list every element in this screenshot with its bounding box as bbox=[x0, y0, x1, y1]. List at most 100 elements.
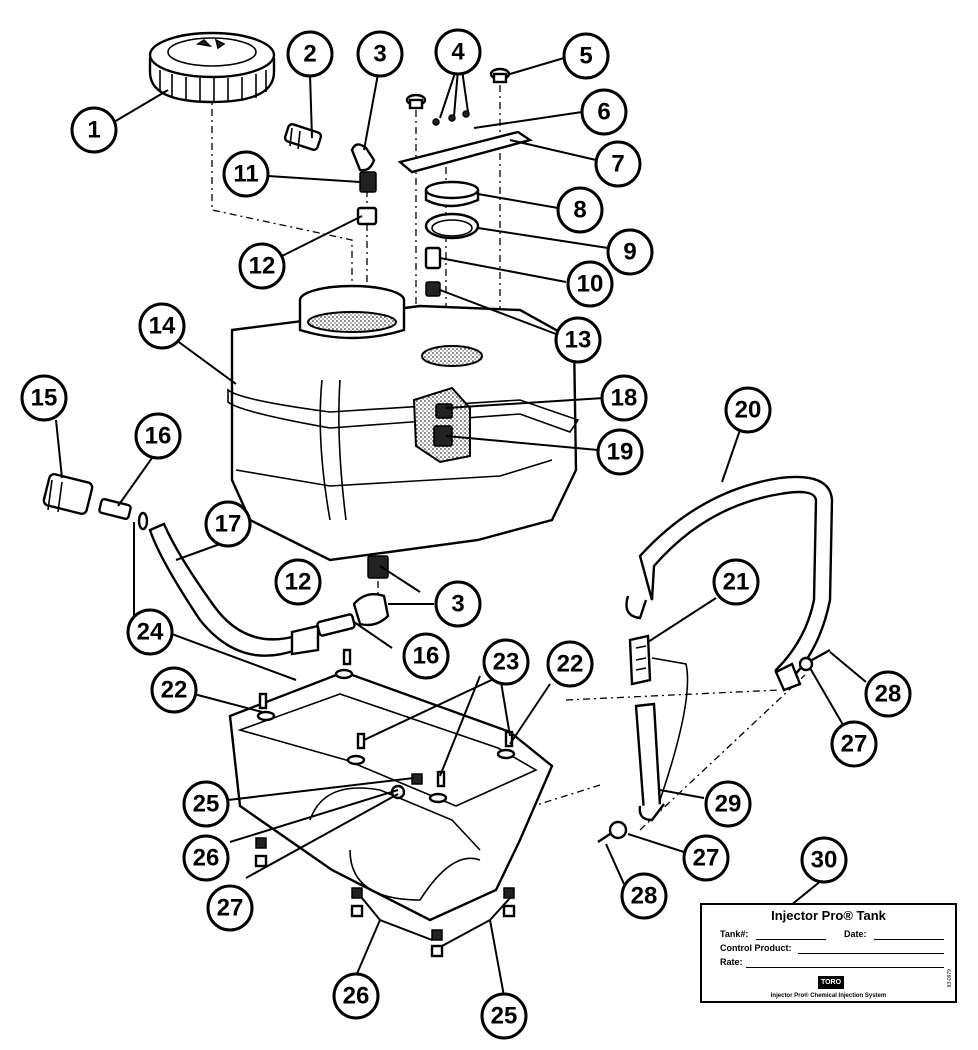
plate-assembly bbox=[397, 67, 533, 297]
callout-5: 5 bbox=[562, 32, 610, 80]
callout-29: 29 bbox=[704, 780, 752, 828]
control-product-line bbox=[798, 953, 944, 954]
callout-24: 24 bbox=[126, 608, 174, 656]
svg-text:12: 12 bbox=[285, 569, 312, 596]
toro-logo: TORO bbox=[818, 976, 844, 989]
svg-text:3: 3 bbox=[373, 41, 386, 68]
callout-19: 19 bbox=[596, 428, 644, 476]
svg-text:10: 10 bbox=[577, 271, 604, 298]
svg-text:24: 24 bbox=[137, 619, 164, 646]
svg-text:23: 23 bbox=[493, 649, 520, 676]
svg-text:17: 17 bbox=[215, 511, 242, 538]
rate-label: Rate: bbox=[720, 957, 743, 967]
callout-8: 8 bbox=[556, 186, 604, 234]
callout-27-left: 27 bbox=[206, 884, 254, 932]
svg-text:28: 28 bbox=[631, 883, 658, 910]
callout-28-lower: 28 bbox=[620, 872, 668, 920]
svg-text:16: 16 bbox=[145, 423, 172, 450]
svg-text:16: 16 bbox=[413, 643, 440, 670]
callout-9: 9 bbox=[606, 228, 654, 276]
callout-1: 1 bbox=[70, 106, 118, 154]
callout-17: 17 bbox=[204, 500, 252, 548]
svg-text:15: 15 bbox=[31, 385, 58, 412]
svg-text:9: 9 bbox=[623, 239, 636, 266]
callout-12-lower: 12 bbox=[274, 558, 322, 606]
svg-text:7: 7 bbox=[611, 151, 624, 178]
callout-30: 30 bbox=[800, 836, 848, 884]
svg-text:22: 22 bbox=[161, 677, 188, 704]
callout-27-right-lower: 27 bbox=[682, 834, 730, 882]
callout-11: 11 bbox=[222, 150, 270, 198]
callout-6: 6 bbox=[580, 88, 628, 136]
date-label: Date: bbox=[844, 929, 867, 939]
hose-assembly bbox=[42, 473, 390, 681]
svg-text:21: 21 bbox=[723, 569, 750, 596]
svg-text:25: 25 bbox=[193, 791, 220, 818]
svg-text:4: 4 bbox=[451, 39, 465, 66]
tank-number-line bbox=[756, 939, 826, 940]
callout-28-upper: 28 bbox=[864, 670, 912, 718]
callout-23: 23 bbox=[482, 638, 530, 686]
control-product-label: Control Product: bbox=[720, 943, 792, 953]
callout-16-left: 16 bbox=[134, 412, 182, 460]
tank-cap-part bbox=[148, 31, 276, 104]
callout-26-bottom: 26 bbox=[332, 972, 380, 1020]
svg-text:29: 29 bbox=[715, 791, 742, 818]
svg-text:26: 26 bbox=[343, 983, 370, 1010]
callout-27-right-upper: 27 bbox=[830, 720, 878, 768]
callout-12-top: 12 bbox=[238, 242, 286, 290]
svg-text:25: 25 bbox=[491, 1003, 518, 1030]
chemical-tank-part bbox=[227, 284, 580, 562]
tank-label-card: Injector Pro® Tank Tank#: Date: Control … bbox=[700, 903, 957, 1003]
svg-text:26: 26 bbox=[193, 845, 220, 872]
callout-3-lower: 3 bbox=[434, 580, 482, 628]
callout-16-lower: 16 bbox=[402, 632, 450, 680]
svg-text:27: 27 bbox=[693, 845, 720, 872]
callout-22-right: 22 bbox=[546, 640, 594, 688]
tank-tray-part bbox=[228, 648, 554, 958]
svg-text:13: 13 bbox=[565, 327, 592, 354]
callout-10: 10 bbox=[566, 260, 614, 308]
svg-text:14: 14 bbox=[149, 313, 176, 340]
svg-text:27: 27 bbox=[841, 731, 868, 758]
callout-20: 20 bbox=[724, 386, 772, 434]
svg-text:28: 28 bbox=[875, 681, 902, 708]
svg-text:2: 2 bbox=[303, 41, 316, 68]
callout-21: 21 bbox=[712, 558, 760, 606]
svg-text:8: 8 bbox=[573, 197, 586, 224]
top-fittings bbox=[283, 123, 378, 226]
callout-7: 7 bbox=[594, 140, 642, 188]
callout-26-left: 26 bbox=[182, 834, 230, 882]
svg-text:19: 19 bbox=[607, 439, 634, 466]
svg-text:30: 30 bbox=[811, 847, 838, 874]
svg-text:3: 3 bbox=[451, 591, 464, 618]
callout-15: 15 bbox=[20, 374, 68, 422]
svg-text:22: 22 bbox=[557, 651, 584, 678]
callout-22-left: 22 bbox=[150, 666, 198, 714]
callout-18: 18 bbox=[600, 374, 648, 422]
date-line bbox=[874, 939, 944, 940]
svg-text:27: 27 bbox=[217, 895, 244, 922]
callout-25-bottom: 25 bbox=[480, 992, 528, 1040]
card-title: Injector Pro® Tank bbox=[771, 908, 886, 923]
svg-text:5: 5 bbox=[579, 43, 592, 70]
svg-text:6: 6 bbox=[597, 99, 610, 126]
card-footer: Injector Pro® Chemical Injection System bbox=[770, 993, 887, 999]
rate-line bbox=[746, 967, 944, 968]
callout-4: 4 bbox=[434, 28, 482, 76]
svg-text:20: 20 bbox=[735, 397, 762, 424]
callout-3: 3 bbox=[356, 30, 404, 78]
leader-lines bbox=[55, 57, 867, 997]
svg-text:11: 11 bbox=[233, 161, 258, 188]
card-code: 93-0979 bbox=[947, 969, 953, 988]
callout-14: 14 bbox=[138, 302, 186, 350]
callout-13: 13 bbox=[554, 316, 602, 364]
tank-number-label: Tank#: bbox=[720, 929, 749, 939]
callout-2: 2 bbox=[286, 30, 334, 78]
svg-text:18: 18 bbox=[611, 385, 638, 412]
strap-assembly bbox=[597, 475, 834, 843]
svg-text:1: 1 bbox=[87, 117, 100, 144]
svg-text:12: 12 bbox=[249, 253, 276, 280]
callout-25-left: 25 bbox=[182, 780, 230, 828]
